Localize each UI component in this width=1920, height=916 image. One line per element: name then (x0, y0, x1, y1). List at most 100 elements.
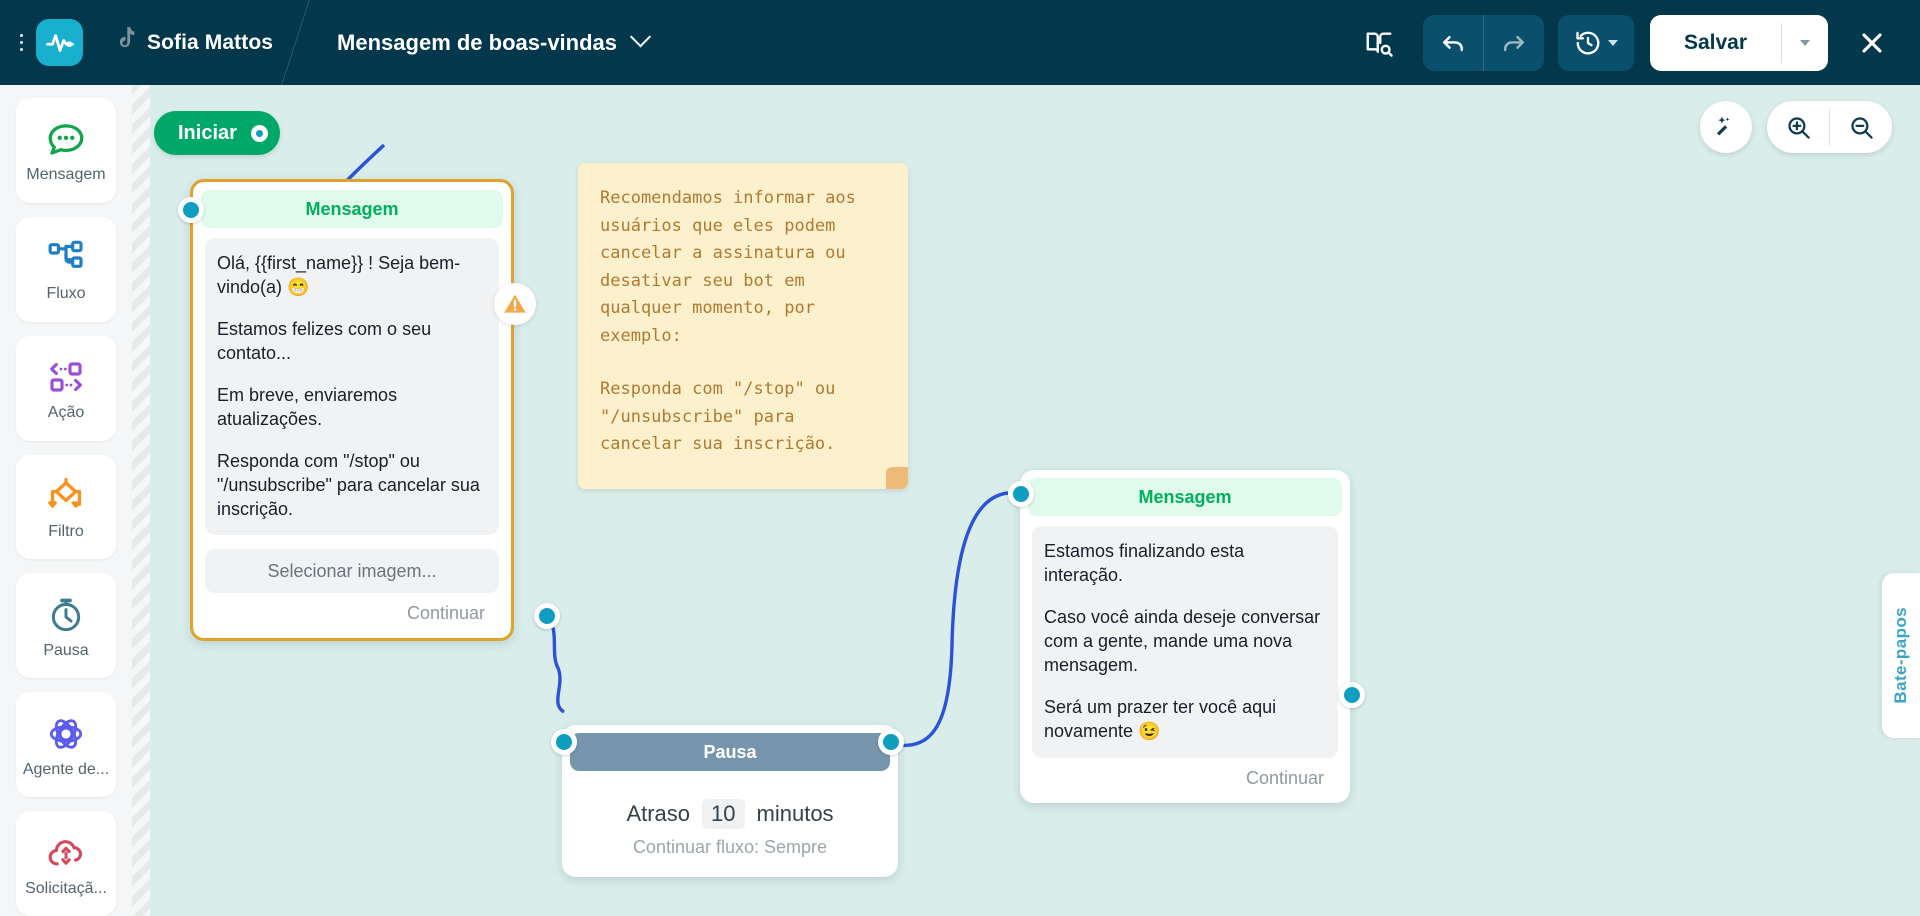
message-paragraph: Caso você ainda deseje conversar com a g… (1044, 606, 1321, 675)
flow-title-dropdown[interactable]: Mensagem de boas-vindas (337, 26, 652, 56)
sidebar-item-label: Solicitaçã... (25, 879, 107, 897)
message-paragraph: Estamos finalizando esta interação. (1044, 541, 1245, 585)
canvas-edge-stripes (132, 85, 150, 916)
auto-layout-button[interactable] (1700, 101, 1752, 153)
node-footer: Continuar (1020, 758, 1350, 803)
delay-label: Atraso (626, 801, 691, 826)
flow-title-label: Mensagem de boas-vindas (337, 29, 618, 55)
sidebar-item-agente-de-ia[interactable]: Agente de... (16, 692, 116, 798)
caret-down-icon (1607, 39, 1618, 46)
workspace-breadcrumb[interactable]: Sofia Mattos (113, 27, 273, 58)
node-pause-1-output-port[interactable] (878, 729, 904, 755)
select-image-button[interactable]: Selecionar imagem... (205, 549, 499, 594)
message-paragraph: Responda com "/stop" ou "/unsubscribe" p… (217, 450, 480, 519)
sidebar-item-label: Pausa (43, 641, 89, 659)
action-arrows-icon (46, 354, 86, 400)
divider (1781, 22, 1782, 63)
sidebar-item-mensagem[interactable]: Mensagem (16, 98, 116, 203)
close-x-icon (1862, 32, 1882, 53)
chevron-down-icon (629, 26, 652, 48)
sticky-note[interactable]: Recomendamos informar aos usuários que e… (578, 163, 908, 489)
pause-continue-mode: Continuar fluxo: Sempre (632, 837, 828, 857)
node-message-1-output-port[interactable] (534, 603, 560, 629)
node-warning-badge[interactable] (494, 283, 536, 325)
start-label: Iniciar (178, 121, 237, 144)
sidebar-item-filtro[interactable]: Filtro (16, 454, 116, 560)
book-search-icon[interactable] (1351, 15, 1407, 71)
tiktok-icon (113, 27, 135, 58)
zoom-out-icon (1850, 116, 1873, 139)
message-paragraph: Será um prazer ter você aqui novamente 😉 (1044, 696, 1277, 741)
flow-canvas[interactable]: Iniciar Mensagem Olá, {{first_name}} ! S… (132, 85, 1920, 916)
save-button[interactable]: Salvar (1683, 30, 1747, 54)
chats-tab-label: Bate-papos (1891, 607, 1910, 704)
close-button[interactable] (1846, 17, 1898, 69)
message-paragraph: Estamos felizes com o seu contato... (217, 318, 432, 363)
workspace-name: Sofia Mattos (147, 30, 274, 54)
zoom-out-button[interactable] (1830, 101, 1892, 153)
app-header: Sofia Mattos Mensagem de boas-vindas (0, 0, 1920, 85)
header-actions: Salvar (1351, 14, 1920, 71)
chat-bubble-icon (45, 116, 87, 162)
kebab-menu-icon[interactable] (10, 23, 32, 63)
breadcrumb-separator (273, 0, 329, 85)
magic-wand-icon (1716, 116, 1730, 136)
caret-down-icon (1800, 39, 1810, 46)
history-clock-icon (1576, 31, 1600, 54)
flow-tree-icon (46, 235, 86, 281)
sticky-note-fold-corner (886, 467, 908, 489)
node-message-1-input-port[interactable] (178, 197, 204, 223)
start-node[interactable]: Iniciar (154, 111, 280, 155)
divider (1482, 14, 1484, 71)
save-split-button: Salvar (1649, 14, 1828, 71)
history-button[interactable] (1557, 14, 1634, 71)
sidebar-item-label: Ação (47, 404, 85, 422)
divider (1829, 108, 1830, 146)
pause-delay-row[interactable]: Atraso 10 minutos (562, 799, 898, 829)
sidebar-item-solicitacao[interactable]: Solicitaçã... (16, 811, 116, 916)
node-palette-sidebar: Mensagem Fluxo (0, 85, 132, 916)
node-footer: Continuar (193, 593, 511, 638)
zoom-in-icon (1787, 116, 1810, 139)
sidebar-item-label: Filtro (48, 523, 84, 540)
node-message-2-input-port[interactable] (1008, 481, 1034, 507)
message-text-body[interactable]: Olá, {{first_name}} ! Seja bem-vindo(a) … (205, 238, 499, 536)
cloud-request-icon (45, 830, 87, 876)
node-pause-1-input-port[interactable] (551, 729, 577, 755)
message-paragraph: Olá, {{first_name}} ! Seja bem-vindo(a) … (217, 253, 461, 297)
sidebar-item-pausa[interactable]: Pausa (16, 573, 116, 679)
message-text-body[interactable]: Estamos finalizando esta interação. Caso… (1032, 526, 1338, 758)
redo-button[interactable] (1484, 15, 1544, 71)
timer-clock-icon (46, 592, 86, 638)
save-options-button[interactable] (1782, 15, 1828, 71)
sidebar-item-label: Fluxo (46, 285, 86, 303)
node-title-message: Mensagem (201, 190, 503, 228)
delay-unit: minutos (756, 801, 834, 826)
undo-redo-group (1422, 14, 1544, 71)
start-output-port[interactable] (250, 124, 268, 142)
undo-button[interactable] (1423, 15, 1483, 71)
zoom-controls (1767, 101, 1892, 153)
node-message-2[interactable]: Mensagem Estamos finalizando esta intera… (1020, 470, 1350, 803)
ai-agent-atom-icon (45, 711, 87, 757)
sidebar-item-label: Agente de... (22, 760, 110, 778)
sidebar-item-fluxo[interactable]: Fluxo (16, 216, 116, 322)
zoom-in-button[interactable] (1767, 101, 1829, 153)
filter-diamond-icon (45, 473, 87, 519)
sticky-note-block-2: Responda com "/stop" ou "/unsubscribe" p… (600, 379, 836, 455)
sidebar-item-acao[interactable]: Ação (16, 335, 116, 441)
node-message-2-output-port[interactable] (1339, 682, 1365, 708)
sidebar-item-label: Mensagem (26, 166, 106, 184)
warning-triangle-icon (504, 294, 526, 313)
spacer (600, 350, 886, 376)
node-title-pause: Pausa (570, 733, 890, 771)
sticky-note-block-1: Recomendamos informar aos usuários que e… (600, 188, 856, 346)
node-message-1[interactable]: Mensagem Olá, {{first_name}} ! Seja bem-… (190, 179, 514, 642)
node-title-message: Mensagem (1028, 478, 1342, 516)
delay-value-input[interactable]: 10 (702, 799, 745, 829)
node-pause-1[interactable]: Pausa Atraso 10 minutos Continuar fluxo:… (562, 725, 898, 877)
continue-label: Continuar (406, 603, 485, 624)
app-pulse-logo[interactable] (36, 19, 83, 66)
continue-label: Continuar (1245, 767, 1324, 788)
chats-panel-tab[interactable]: Bate-papos (1882, 573, 1920, 738)
